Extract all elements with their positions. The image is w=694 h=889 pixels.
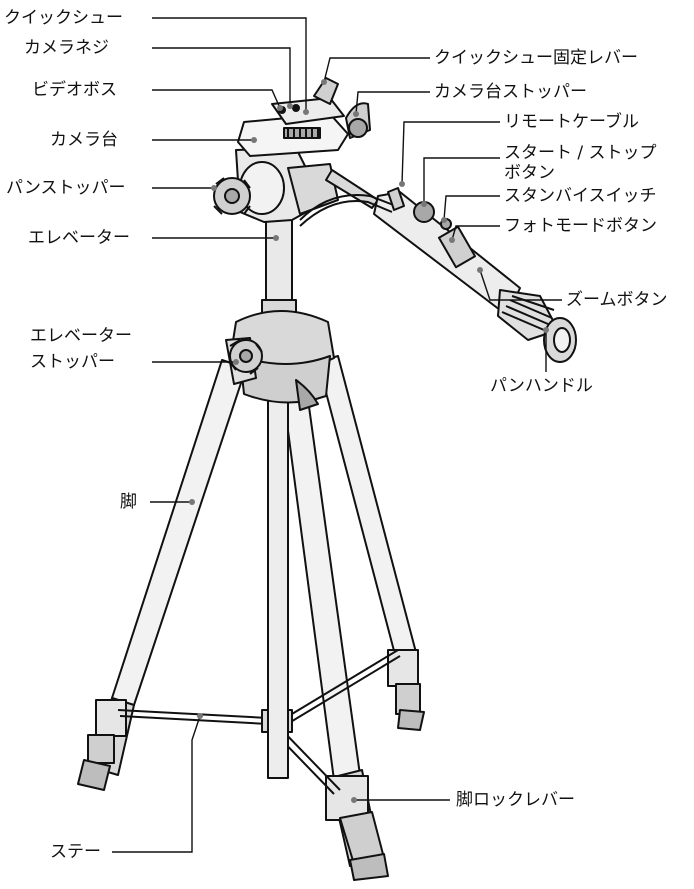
label-pan-stopper: パンストッパー [6,178,126,198]
label-pan-handle: パンハンドル [490,376,593,396]
label-photo-mode-button: フォトモードボタン [504,216,657,236]
pan-stopper-knob [213,177,251,215]
label-zoom-button: ズームボタン [566,290,668,310]
label-elevator: エレベーター [28,228,130,248]
label-camera-platform: カメラ台 [50,130,118,150]
center-column [261,204,297,779]
leader-dots [189,79,549,803]
label-camera-platform-stopper: カメラ台ストッパー [434,82,587,102]
label-quick-shoe: クイックシュー [4,8,123,28]
camera-platform-stopper [345,102,371,139]
label-start-stop-line2: ボタン [504,163,555,183]
leg-back [317,355,425,731]
label-remote-cable: リモートケーブル [504,112,639,132]
label-start-stop-line1: スタート / ストップ [504,143,657,163]
leg-front [281,384,389,881]
label-quick-shoe-lever: クイックシュー固定レバー [434,48,638,68]
label-camera-screw: カメラネジ [24,38,109,58]
remote-cable [299,187,405,227]
label-standby-switch: スタンバイスイッチ [504,186,657,206]
leg-left [77,359,247,791]
label-elevator-stopper-line2: ストッパー [30,352,115,372]
leader-lines [112,17,562,853]
camera-platform [237,97,349,157]
label-leg: 脚 [120,492,137,512]
pan-handle [325,169,577,363]
label-stay: ステー [50,842,101,862]
elevator-stopper-knob [229,339,263,375]
label-leg-lock-lever: 脚ロックレバー [456,790,575,810]
label-video-boss: ビデオボス [32,80,117,100]
label-elevator-stopper-line1: エレベーター [30,326,132,346]
pan-head [235,147,339,223]
